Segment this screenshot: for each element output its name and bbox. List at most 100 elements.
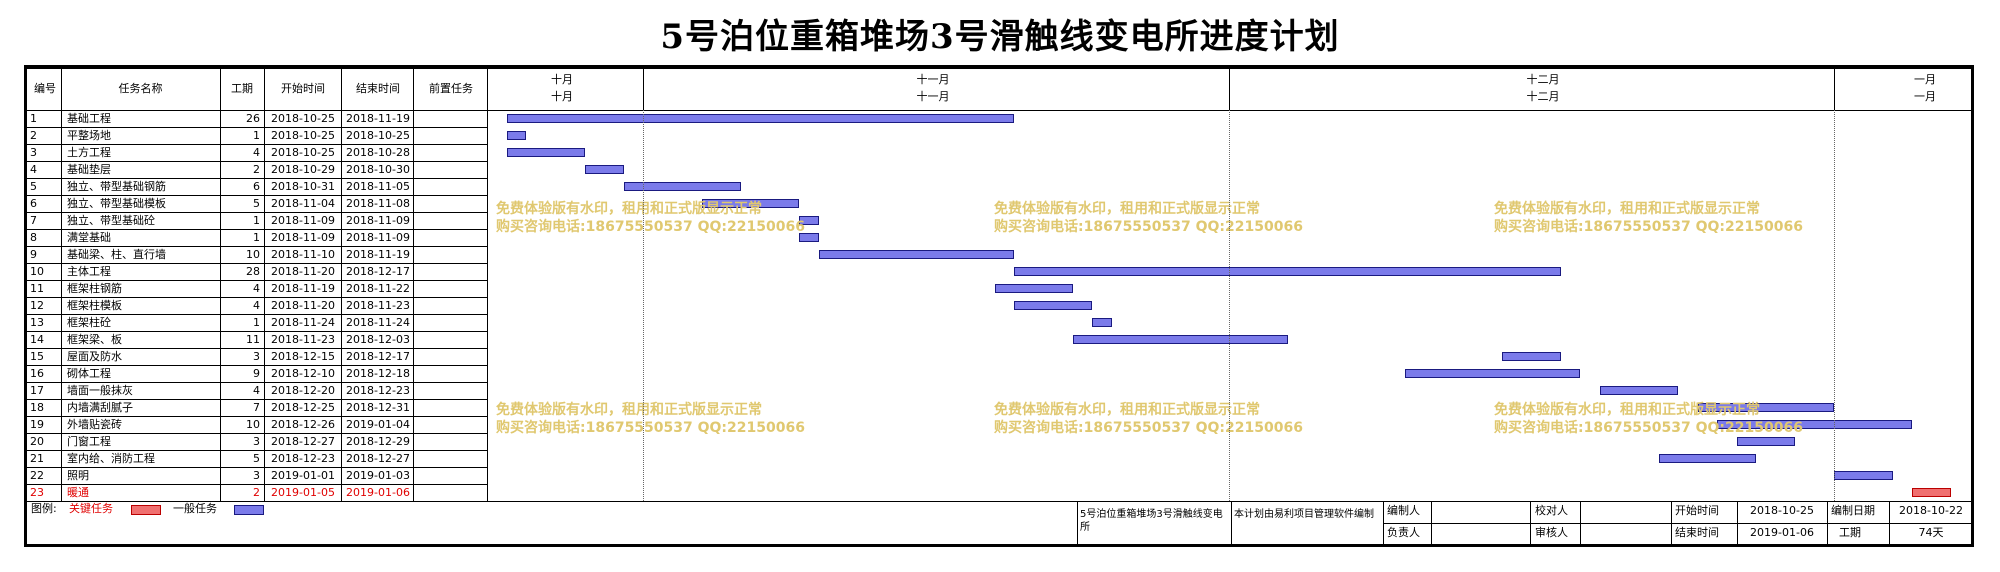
- footer-duration-label: 工期: [1839, 526, 1861, 539]
- task-cell-duration: 4: [253, 146, 260, 159]
- gantt-bar[interactable]: [506, 131, 527, 140]
- task-cell-end: 2018-11-09: [346, 214, 410, 227]
- task-cell-id: 21: [30, 452, 44, 465]
- task-cell-name: 室内给、消防工程: [67, 452, 155, 465]
- timeline-month-top-dec: 十二月: [1526, 73, 1560, 86]
- watermark-5b: 购买咨询电话:18675550537 QQ:22150066: [994, 420, 1303, 436]
- gantt-bar[interactable]: [1502, 352, 1561, 361]
- grid-line: [27, 314, 487, 315]
- watermark-5a: 免费体验版有水印，租用和正式版显示正常: [994, 402, 1260, 418]
- grid-line: [27, 144, 487, 145]
- gantt-bar[interactable]: [1092, 318, 1112, 327]
- task-cell-duration: 4: [253, 384, 260, 397]
- legend-normal-label: 一般任务: [173, 502, 217, 515]
- month-gridline: [1229, 110, 1230, 501]
- footer-compiler-label: 编制人: [1387, 504, 1420, 517]
- task-cell-duration: 4: [253, 282, 260, 295]
- task-cell-duration: 4: [253, 299, 260, 312]
- gantt-bar[interactable]: [1697, 403, 1835, 412]
- gantt-bar[interactable]: [818, 250, 1015, 259]
- task-cell-end: 2019-01-06: [346, 486, 410, 499]
- footer-checker-label: 校对人: [1535, 504, 1568, 517]
- task-cell-name: 暖通: [67, 486, 89, 499]
- task-cell-id: 19: [30, 418, 44, 431]
- gantt-bar[interactable]: [799, 216, 819, 225]
- task-cell-start: 2018-11-20: [271, 265, 335, 278]
- task-cell-name: 独立、带型基础砼: [67, 214, 155, 227]
- grid-line: [1383, 523, 1971, 524]
- gantt-bar[interactable]: [1014, 301, 1093, 310]
- task-cell-end: 2018-10-28: [346, 146, 410, 159]
- watermark-4a: 免费体验版有水印，租用和正式版显示正常: [496, 402, 762, 418]
- task-cell-start: 2018-11-19: [271, 282, 335, 295]
- task-cell-id: 12: [30, 299, 44, 312]
- task-cell-end: 2018-11-24: [346, 316, 410, 329]
- grid-line: [27, 127, 487, 128]
- task-cell-start: 2018-11-20: [271, 299, 335, 312]
- task-cell-duration: 1: [253, 214, 260, 227]
- task-cell-start: 2018-10-25: [271, 129, 335, 142]
- gantt-bar[interactable]: [506, 148, 585, 157]
- task-cell-duration: 3: [253, 435, 260, 448]
- gantt-bar[interactable]: [994, 284, 1073, 293]
- grid-line: [27, 331, 487, 332]
- task-cell-name: 内墙满刮腻子: [67, 401, 133, 414]
- gantt-bar[interactable]: [1014, 267, 1561, 276]
- gantt-bar[interactable]: [623, 182, 741, 191]
- gantt-bar[interactable]: [1834, 471, 1893, 480]
- watermark-6a: 免费体验版有水印，租用和正式版显示正常: [1494, 402, 1760, 418]
- grid-line: [27, 195, 487, 196]
- grid-line: [27, 399, 487, 400]
- footer-duration-value: 74天: [1918, 526, 1944, 539]
- grid-line: [1530, 501, 1531, 544]
- grid-line: [27, 161, 487, 162]
- task-cell-id: 18: [30, 401, 44, 414]
- gantt-bar[interactable]: [506, 114, 1015, 123]
- gantt-bar[interactable]: [1658, 454, 1757, 463]
- task-cell-id: 11: [30, 282, 44, 295]
- task-cell-name: 基础垫层: [67, 163, 111, 176]
- timeline-month-bottom-nov: 十一月: [916, 90, 950, 103]
- task-cell-id: 14: [30, 333, 44, 346]
- task-cell-end: 2018-10-25: [346, 129, 410, 142]
- gantt-bar[interactable]: [799, 233, 819, 242]
- task-cell-id: 9: [30, 248, 37, 261]
- gantt-bar[interactable]: [1404, 369, 1581, 378]
- gantt-bar-critical[interactable]: [1912, 488, 1952, 497]
- task-cell-end: 2018-11-05: [346, 180, 410, 193]
- grid-line: [27, 382, 487, 383]
- task-cell-name: 框架柱钢筋: [67, 282, 122, 295]
- task-cell-duration: 10: [246, 418, 260, 431]
- grid-line: [1231, 501, 1232, 544]
- task-cell-name: 基础梁、柱、直行墙: [67, 248, 166, 261]
- header-name: 任务名称: [118, 82, 163, 95]
- gantt-bar[interactable]: [701, 199, 800, 208]
- legend-critical-label: 关键任务: [69, 502, 113, 515]
- gantt-bar[interactable]: [1072, 335, 1288, 344]
- task-cell-name: 满堂基础: [67, 231, 111, 244]
- grid-line: [27, 110, 1971, 111]
- grid-line: [1834, 68, 1836, 110]
- task-cell-name: 照明: [67, 469, 89, 482]
- header-start: 开始时间: [281, 82, 325, 95]
- task-cell-start: 2018-11-04: [271, 197, 335, 210]
- month-gridline: [1834, 110, 1836, 501]
- task-cell-end: 2018-11-19: [346, 248, 410, 261]
- grid-line: [1580, 501, 1581, 544]
- header-id: 编号: [34, 82, 56, 95]
- task-cell-start: 2018-12-10: [271, 367, 335, 380]
- grid-line: [1971, 68, 1972, 501]
- task-cell-start: 2018-11-10: [271, 248, 335, 261]
- task-cell-duration: 3: [253, 350, 260, 363]
- task-cell-end: 2018-12-03: [346, 333, 410, 346]
- gantt-bar[interactable]: [1600, 386, 1679, 395]
- gantt-bar[interactable]: [1736, 437, 1796, 446]
- task-cell-end: 2018-12-23: [346, 384, 410, 397]
- gantt-bar[interactable]: [584, 165, 624, 174]
- task-cell-start: 2018-10-25: [271, 112, 335, 125]
- watermark-1a: 免费体验版有水印，租用和正式版显示正常: [496, 201, 762, 217]
- gantt-bar[interactable]: [1717, 420, 1913, 429]
- task-cell-id: 3: [30, 146, 37, 159]
- grid-line: [27, 263, 487, 264]
- grid-line: [27, 246, 487, 247]
